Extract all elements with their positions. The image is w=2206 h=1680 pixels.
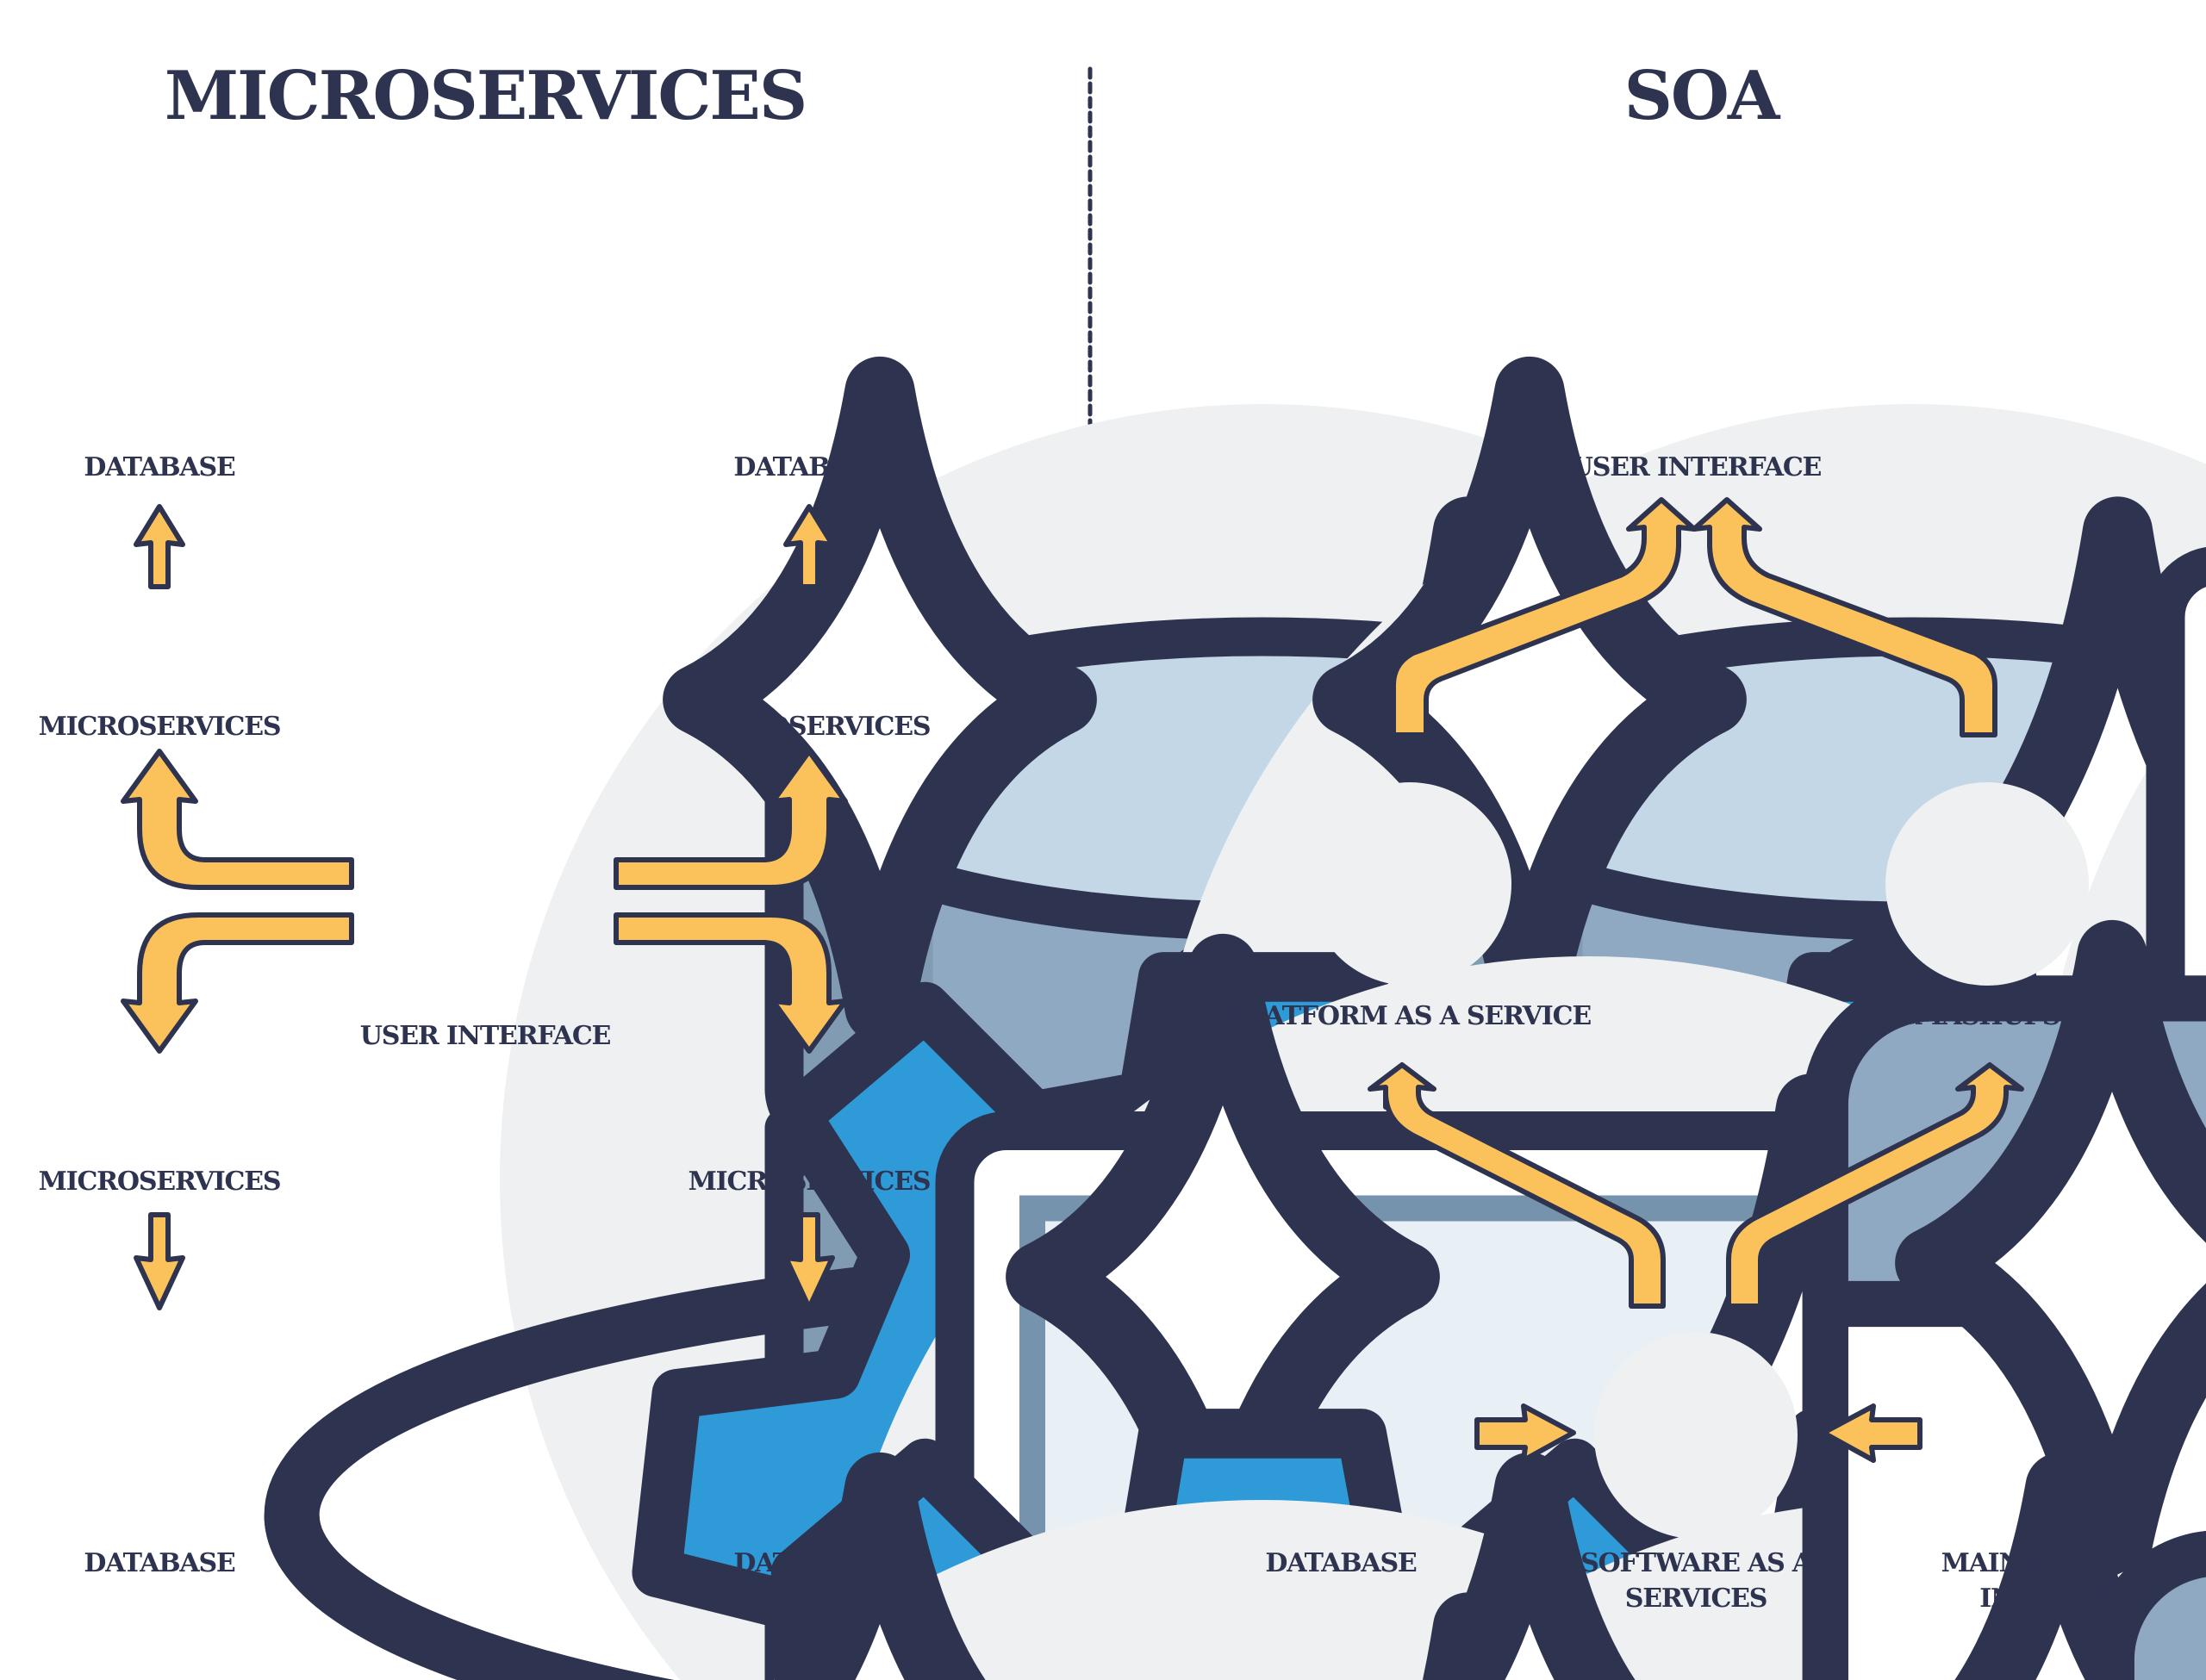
- arrow-ui-to-bottom-left: [121, 912, 354, 1054]
- cloud-label-line2: IN CLOUD: [1979, 1584, 2122, 1614]
- mashups-halo: [1885, 782, 2089, 986]
- bottom-right-database-label: DATABASE: [733, 1548, 885, 1578]
- soa-database-label: DATABASE: [1265, 1548, 1417, 1578]
- arrow-down-bottom-right: [783, 1212, 835, 1310]
- bottom-right-database-node: DATABASE: [733, 1488, 2206, 1680]
- mashups-label: MASHUPS: [1915, 1001, 2060, 1031]
- top-left-database-node: DATABASE: [84, 392, 2025, 1680]
- paas-halo: [1308, 782, 1511, 986]
- saas-label-line1: SOFTWARE AS A: [1580, 1548, 1813, 1578]
- top-left-microservices-label: MICROSERVICES: [39, 712, 281, 742]
- arrow-paas-to-ui: [1391, 497, 1697, 737]
- arrow-ui-to-top-left: [121, 749, 354, 890]
- cloud-maintenance-node: MAINTENANCE IN CLOUD: [1941, 1548, 2162, 1614]
- bottom-left-database-label: DATABASE: [84, 1548, 235, 1578]
- arrow-up-top-left: [134, 504, 185, 589]
- saas-node: SOFTWARE AS A SERVICES: [1580, 1332, 2206, 1680]
- bottom-left-microservices-label: MICROSERVICES: [39, 1167, 281, 1197]
- arrow-ui-to-top-right: [614, 749, 848, 890]
- microservices-user-interface-label: USER INTERFACE: [360, 1021, 611, 1051]
- mashups-node: MASHUPS: [1885, 782, 2089, 1031]
- saas-halo: [1594, 1332, 1798, 1539]
- soa-title: SOA: [1624, 57, 1781, 135]
- paas-node: PLATFORM AS A SERVICE: [1229, 782, 2206, 1680]
- soa-user-interface-label: USER INTERFACE: [1571, 452, 1822, 482]
- soa-database-node: DATABASE: [1265, 1488, 2206, 1680]
- arrow-mashups-to-ui: [1692, 497, 1997, 737]
- saas-label-line2: SERVICES: [1625, 1584, 1767, 1614]
- microservices-user-interface-node: USER INTERFACE: [360, 956, 2206, 1680]
- cloud-label-line1: MAINTENANCE: [1941, 1548, 2161, 1578]
- arrow-database-to-saas: [1474, 1403, 1576, 1463]
- arrow-saas-to-mashups: [1726, 1062, 2024, 1309]
- paas-label: PLATFORM AS A SERVICE: [1229, 1001, 1591, 1031]
- arrow-cloud-to-saas: [1821, 1403, 1922, 1463]
- bottom-left-database-node: DATABASE: [84, 1488, 2025, 1680]
- bottom-right-microservices-label: MICROSERVICES: [689, 1167, 931, 1197]
- top-right-database-node: DATABASE: [733, 392, 2206, 1680]
- microservices-title: MICROSERVICES: [165, 57, 806, 135]
- arrow-ui-to-bottom-right: [614, 912, 848, 1054]
- arrow-saas-to-paas: [1368, 1062, 1666, 1309]
- arrow-up-top-right: [783, 504, 835, 589]
- top-right-microservices-label: MICROSERVICES: [689, 712, 931, 742]
- soa-user-interface-node: USER INTERFACE: [1571, 391, 2206, 1680]
- top-right-database-label: DATABASE: [733, 452, 885, 482]
- top-left-database-label: DATABASE: [84, 452, 235, 482]
- arrow-down-bottom-left: [134, 1212, 185, 1310]
